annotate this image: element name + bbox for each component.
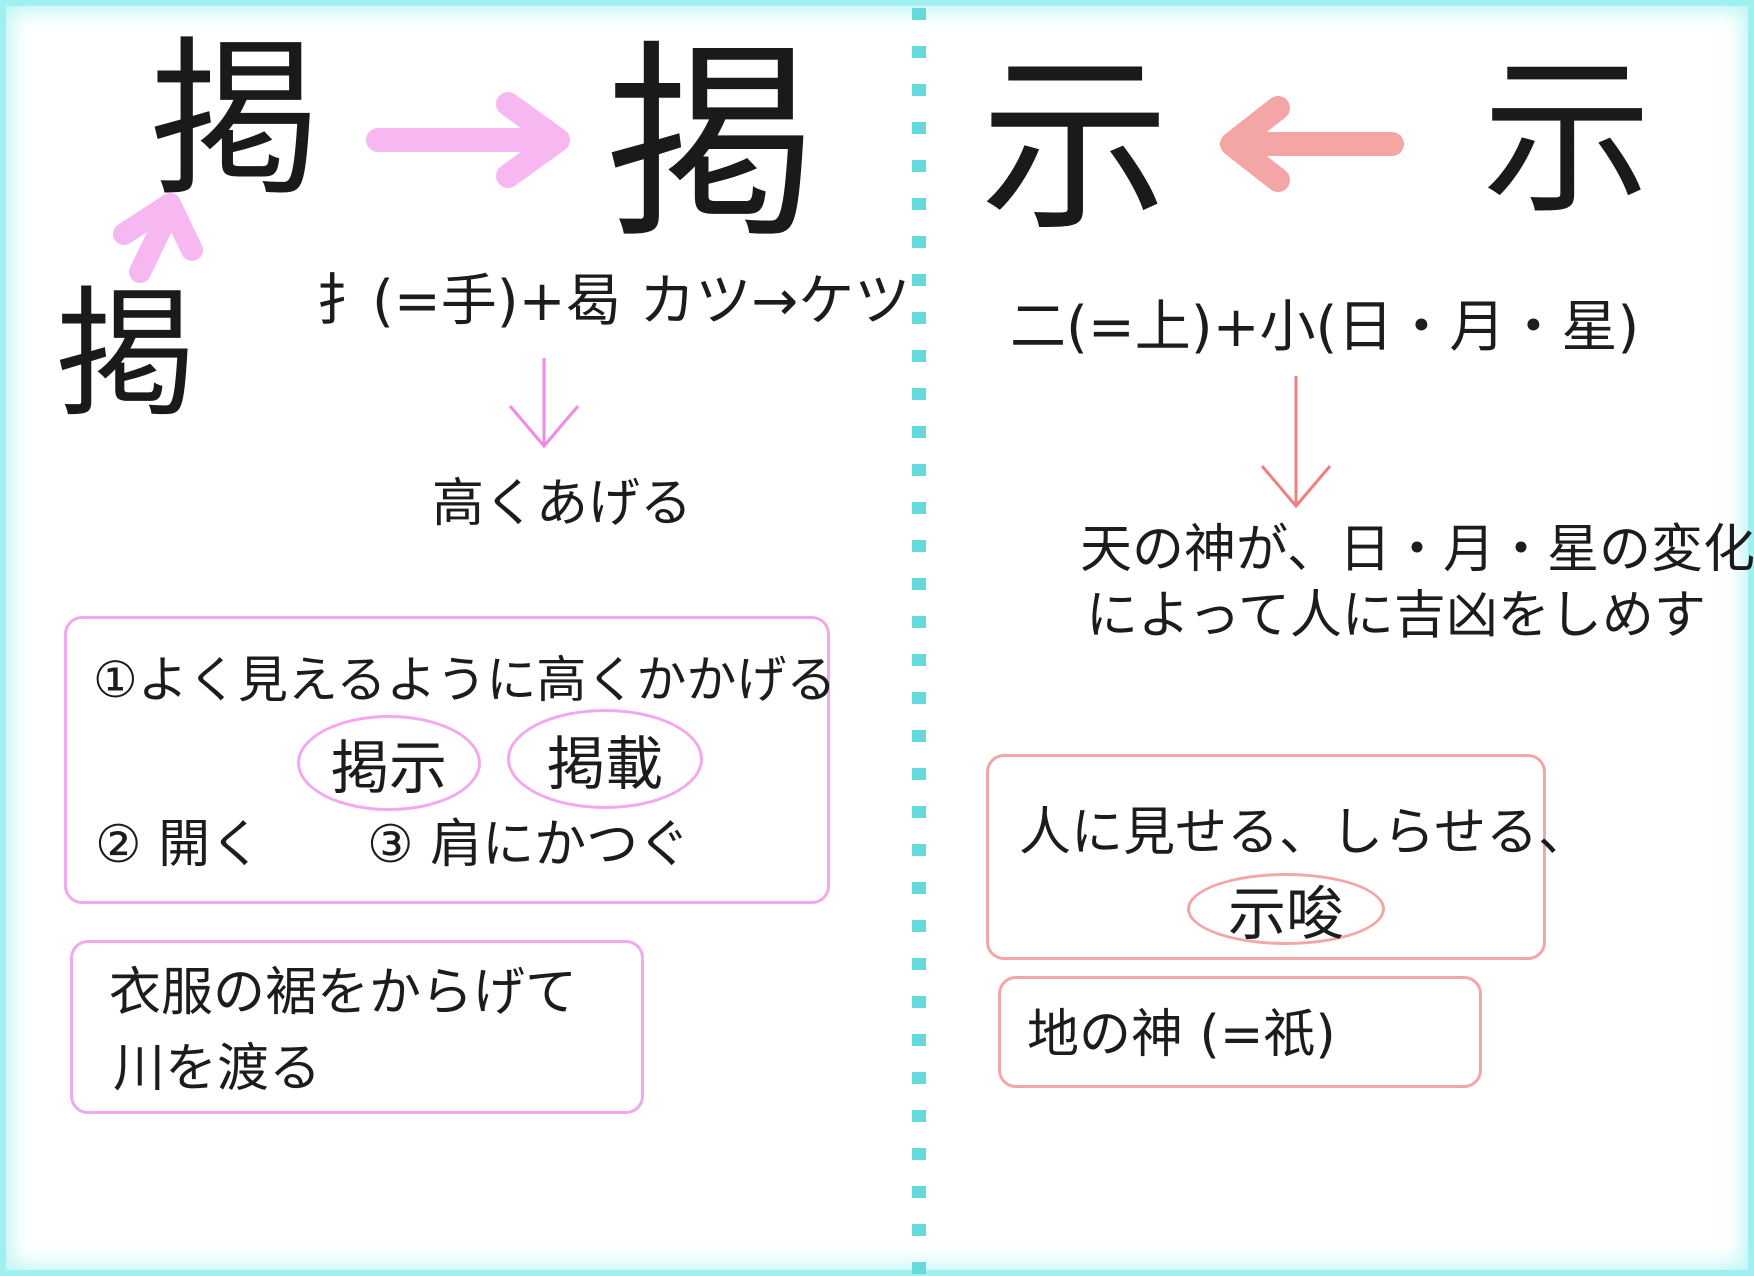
left-note-box: 衣服の裾をからげて 川を渡る bbox=[70, 940, 644, 1114]
left-right-arrow bbox=[366, 92, 570, 188]
right-meaning-1: 天の神が、日・月・星の変化 bbox=[1080, 520, 1754, 580]
right-left-arrow bbox=[1220, 96, 1404, 192]
definition-3: ③ 肩にかつぐ bbox=[367, 815, 691, 875]
left-down-arrow bbox=[508, 358, 580, 449]
right-meaning-2: によって人に吉凶をしめす bbox=[1086, 586, 1706, 646]
example-word-shisa: 示唆 bbox=[1187, 873, 1385, 948]
left-up-arrow bbox=[113, 193, 203, 283]
right-source-character: 示 bbox=[1482, 40, 1653, 238]
left-meaning: 高くあげる bbox=[432, 474, 693, 534]
right-note-box: 地の神 (=祇) bbox=[998, 976, 1482, 1088]
right-definition-box: 人に見せる、しらせる、 示唆 bbox=[986, 754, 1590, 960]
left-definition-box: ①よく見えるように高くかかげる 掲示 掲載 ② 開く ③ 肩にかつぐ bbox=[64, 616, 836, 904]
definition-2: ② 開く bbox=[95, 815, 263, 875]
definition-1: ①よく見えるように高くかかげる bbox=[93, 651, 837, 709]
center-divider bbox=[912, 0, 926, 1276]
example-word-keiji: 掲示 bbox=[297, 715, 481, 811]
left-target-character: 掲 bbox=[606, 22, 817, 267]
right-definition-1: 人に見せる、しらせる、 bbox=[1019, 803, 1590, 863]
left-ancient-character: 掲 bbox=[56, 274, 197, 437]
right-target-character: 示 bbox=[980, 36, 1171, 257]
right-formula: 二(=上)+小(日・月・星) bbox=[1010, 295, 1640, 360]
note-line-2: 川を渡る bbox=[113, 1039, 322, 1099]
right-page: 示 示 二(=上)+小(日・月・星) 天の神が、日・月・星の変化 によって人に吉… bbox=[926, 0, 1754, 1276]
left-page: 掲 掲 掲 扌(=手)+曷 カツ→ケツ 高くあげる ①よく見えるように高くかかげ… bbox=[56, 22, 911, 1114]
example-word-keisai: 掲載 bbox=[507, 709, 703, 809]
left-source-character: 掲 bbox=[150, 22, 321, 220]
right-note-line: 地の神 (=祇) bbox=[1027, 1005, 1336, 1065]
note-line-1: 衣服の裾をからげて bbox=[109, 963, 578, 1023]
left-formula: 扌(=手)+曷 カツ→ケツ bbox=[316, 269, 911, 334]
right-down-arrow bbox=[1260, 376, 1332, 509]
